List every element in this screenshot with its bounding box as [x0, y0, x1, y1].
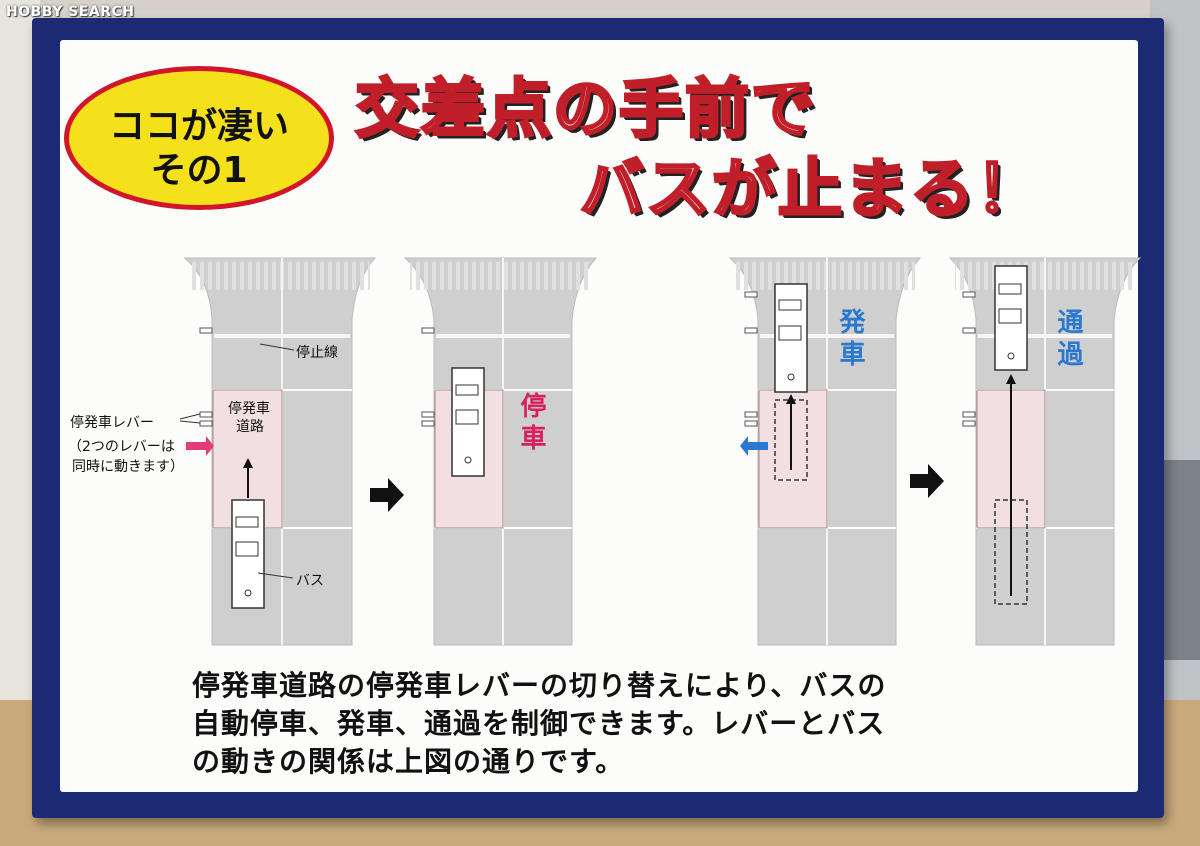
description-line-1: 停発車道路の停発車レバーの切り替えにより、バスの: [192, 669, 887, 702]
lever-note-1: （2つのレバーは: [68, 439, 175, 455]
watermark-logo: HOBBY SEARCH: [6, 4, 135, 20]
title-line-2: バスが止まる！: [579, 152, 1042, 229]
description-line-3: の動きの関係は上図の通りです。: [192, 745, 625, 778]
stop-line-label: 停止線: [296, 345, 338, 361]
panel-2: [403, 257, 598, 646]
badge-line-2: その1: [150, 150, 248, 191]
bus-label: バス: [296, 573, 324, 589]
pass-label: 通過: [1053, 308, 1083, 372]
panel-3: [728, 257, 922, 646]
description-line-2: 自動停車、発車、通過を制御できます。レバーとバス: [192, 707, 886, 740]
lever-note-2: 同時に動きます）: [72, 459, 184, 475]
highlight-badge: ココが凄い その1: [64, 66, 334, 210]
panel-1: [179, 257, 377, 646]
lever-label: 停発車レバー: [70, 415, 154, 431]
panel-4: [948, 257, 1142, 646]
depart-label: 発車: [835, 308, 865, 372]
road-label-2: 道路: [236, 419, 264, 435]
badge-line-1: ココが凄い: [108, 106, 289, 147]
stop-label: 停車: [516, 392, 546, 456]
title-line-1: 交差点の手前で: [354, 72, 817, 149]
road-label-1: 停発車: [228, 401, 270, 417]
